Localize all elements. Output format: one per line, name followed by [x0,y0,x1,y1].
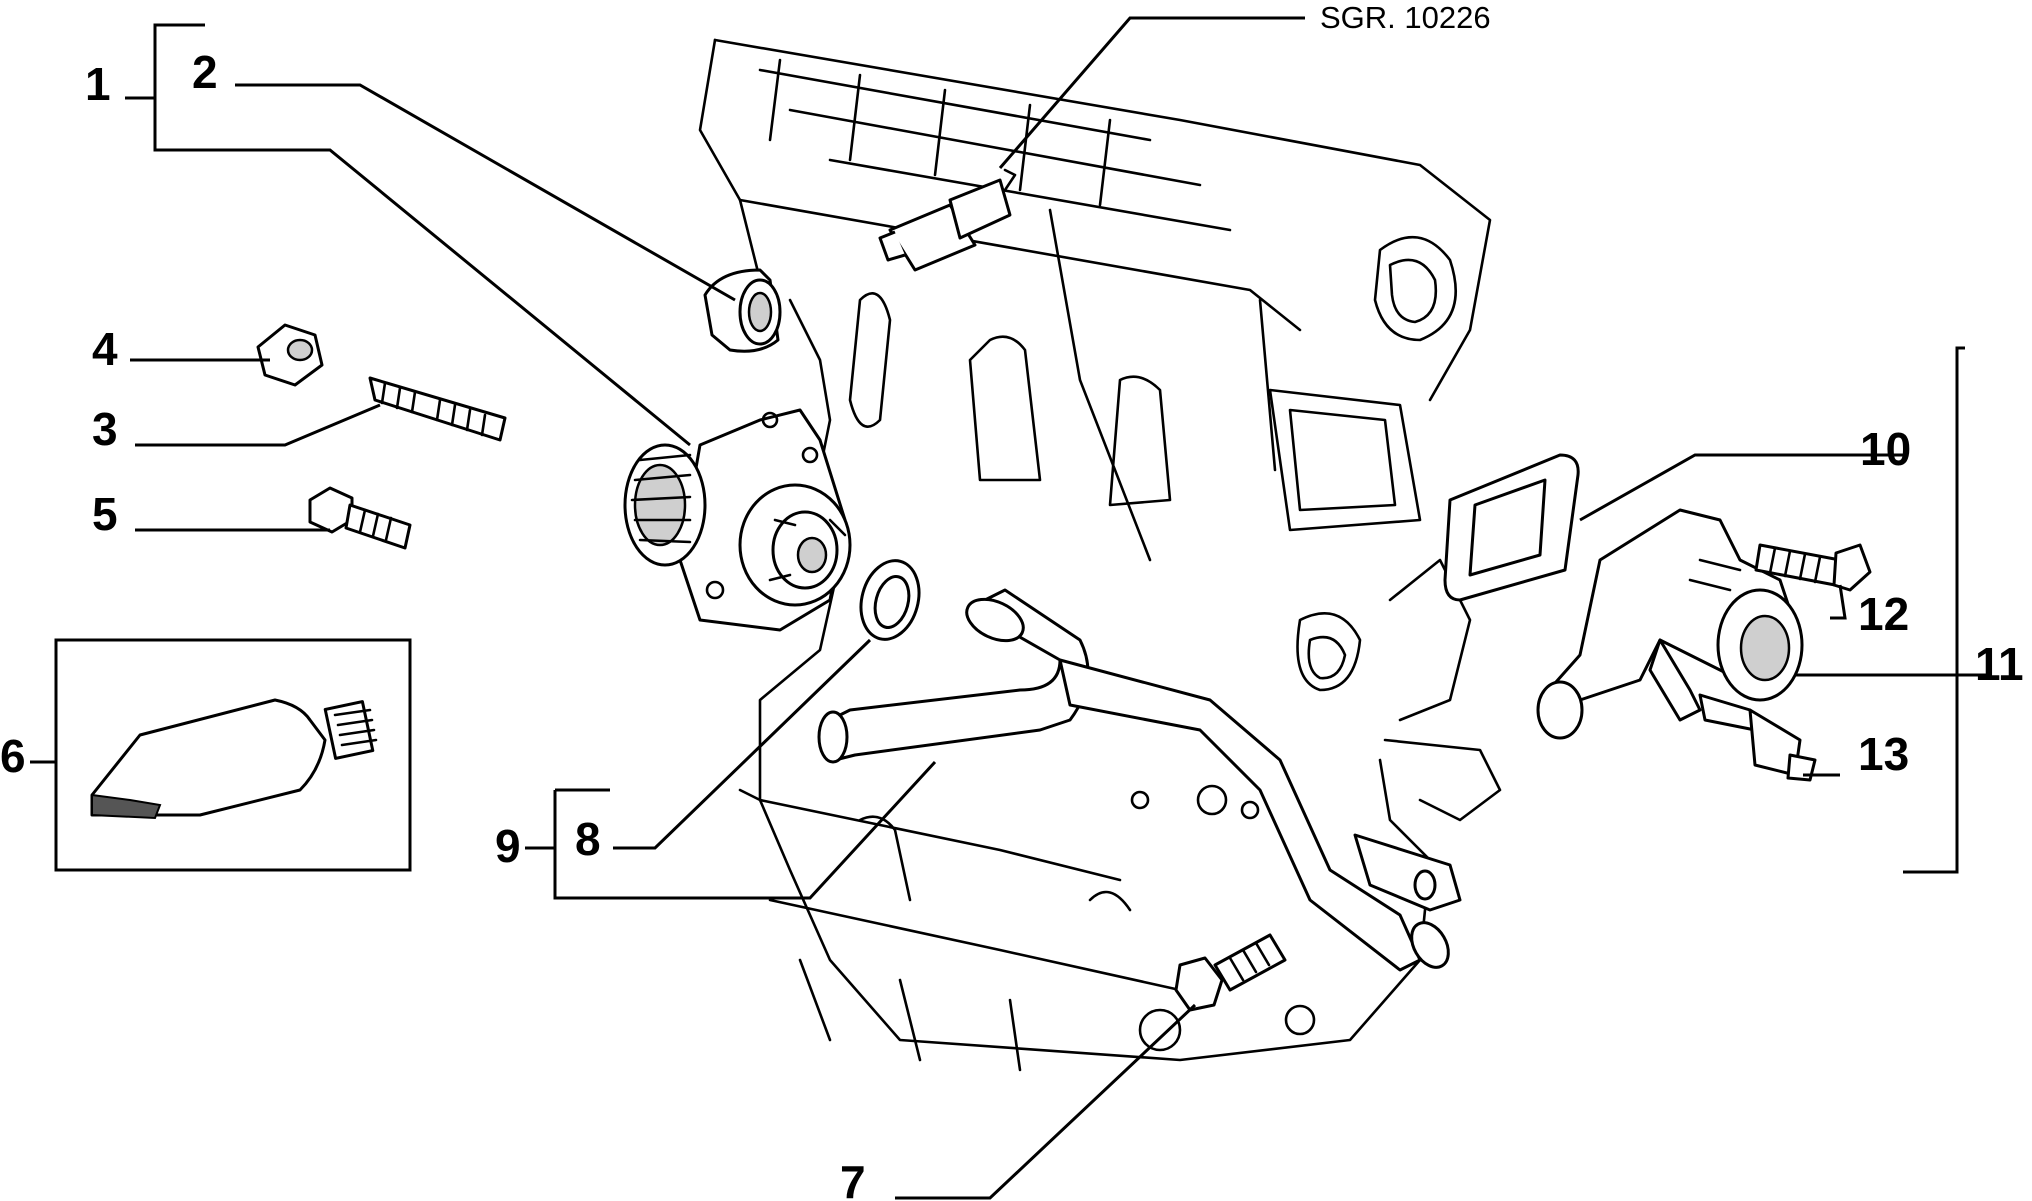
callout-13: 13 [1858,728,1909,780]
callout-4: 4 [92,323,118,375]
bolt-part-12 [1754,543,1872,592]
sealant-tube-panel [54,638,412,872]
gasket-part [1443,453,1580,602]
reference-code: SGR. 10226 [1320,0,1491,35]
stud-part [368,376,507,442]
callout-10: 10 [1860,423,1911,475]
temperature-sensor-part [878,168,1017,272]
callout-11: 11 [1975,638,2024,690]
bolt-part-5 [308,486,412,550]
callout-12: 12 [1858,588,1909,640]
callout-6: 6 [0,730,26,782]
bolt-part-7 [1174,933,1287,1012]
coolant-pipe-part [817,588,1462,972]
leader-lines [30,16,1990,1200]
callout-5: 5 [92,488,118,540]
o-ring-part [859,559,921,641]
nut-part [256,323,324,387]
callout-9: 9 [495,820,521,872]
callout-2: 2 [192,46,218,98]
callout-7: 7 [840,1156,866,1201]
callout-3: 3 [92,403,118,455]
callout-8: 8 [575,813,601,865]
water-pump-part [623,408,852,632]
thermostat-housing-part [1536,508,1804,740]
callout-1: 1 [85,58,111,110]
bushing-part [703,268,782,353]
coolant-sensor-part [1698,693,1817,782]
